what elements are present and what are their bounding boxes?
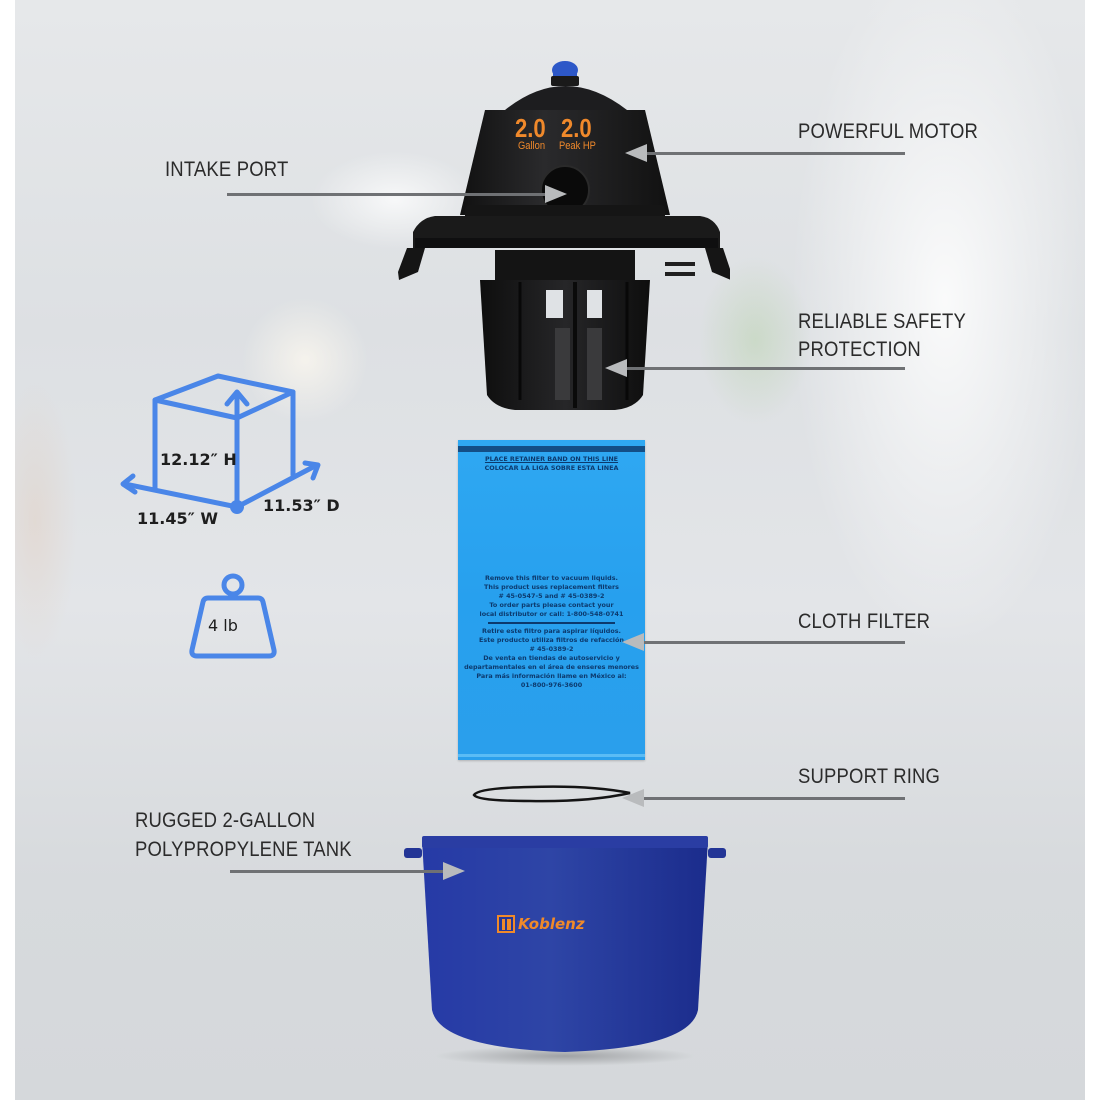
- callout-intake-port: INTAKE PORT: [165, 158, 289, 181]
- dimension-width: 11.45″ W: [137, 509, 218, 528]
- callout-support-ring: SUPPORT RING: [798, 765, 941, 788]
- dimension-height: 12.12″ H: [160, 450, 237, 469]
- leader-powerful-motor: [640, 152, 905, 155]
- arrow-intake-port-icon: [545, 185, 567, 203]
- spec-gallon-unit: Gallon: [518, 140, 546, 152]
- brand-logo-box: [497, 915, 515, 933]
- filter-en-line: To order parts please contact your: [489, 601, 614, 609]
- arrow-support-ring-icon: [622, 789, 644, 807]
- brand-logo-mark: [507, 919, 511, 930]
- filter-es-line: departamentales en el área de enseres me…: [464, 663, 639, 671]
- weight-icon: [189, 573, 277, 659]
- filter-divider: [488, 622, 615, 624]
- arrow-safety-icon: [605, 359, 627, 377]
- filter-header-line2: COLOCAR LA LIGA SOBRE ESTA LINEA: [484, 464, 619, 472]
- arrow-powerful-motor-icon: [625, 144, 647, 162]
- filter-es-line: Retire este filtro para aspirar líquidos…: [482, 627, 621, 635]
- spec-gallon-value: 2.0: [515, 113, 546, 143]
- filter-es-line: De venta en tiendas de autoservicio y: [483, 654, 620, 662]
- dimension-depth: 11.53″ D: [263, 496, 340, 515]
- filter-en-line: # 45-0547-5 and # 45-0389-2: [498, 592, 605, 600]
- leader-safety: [625, 367, 905, 370]
- leader-cloth-filter: [640, 641, 905, 644]
- cloth-filter: PLACE RETAINER BAND ON THIS LINE COLOCAR…: [458, 440, 645, 760]
- callout-tank-line2: POLYPROPYLENE TANK: [135, 838, 352, 861]
- spec-hp-value: 2.0: [561, 113, 592, 143]
- filter-es-line: Para más información llame en México al:: [476, 672, 627, 680]
- motor-head: [398, 61, 730, 410]
- callout-cloth-filter: CLOTH FILTER: [798, 610, 931, 633]
- callout-tank-line1: RUGGED 2-GALLON: [135, 809, 316, 832]
- leader-intake-port: [227, 193, 552, 196]
- callout-safety-line1: RELIABLE SAFETY: [798, 310, 966, 333]
- leader-support-ring: [635, 797, 905, 800]
- tank: [404, 836, 726, 1066]
- callout-powerful-motor: POWERFUL MOTOR: [798, 120, 979, 143]
- brand-logo-mark: [502, 919, 505, 930]
- spec-hp-unit: Peak HP: [559, 140, 596, 152]
- weight-value: 4 lb: [208, 616, 238, 635]
- support-ring: [472, 785, 631, 803]
- callout-safety-line2: PROTECTION: [798, 338, 921, 361]
- filter-en-line: Remove this filter to vacuum liquids.: [485, 574, 618, 582]
- filter-top-band: [458, 446, 645, 452]
- brand-name: Koblenz: [518, 915, 585, 933]
- filter-en-line: This product uses replacement filters: [484, 583, 619, 591]
- leader-tank: [230, 870, 448, 873]
- filter-header-line1: PLACE RETAINER BAND ON THIS LINE: [484, 455, 619, 463]
- product-diagram: 2.0 2.0 Gallon Peak HP PLACE RETAINER BA…: [15, 0, 1085, 1100]
- filter-en-line: local distributor or call: 1-800-548-074…: [479, 610, 624, 618]
- filter-es-line: 01-800-976-3600: [520, 681, 583, 689]
- dimensions-cube-icon: [120, 373, 321, 514]
- arrow-cloth-filter-icon: [622, 633, 644, 651]
- arrow-tank-icon: [443, 862, 465, 880]
- filter-bottom-seam: [458, 754, 645, 757]
- filter-es-line: Este producto utiliza filtros de refacci…: [479, 636, 624, 644]
- filter-es-line: # 45-0389-2: [529, 645, 574, 653]
